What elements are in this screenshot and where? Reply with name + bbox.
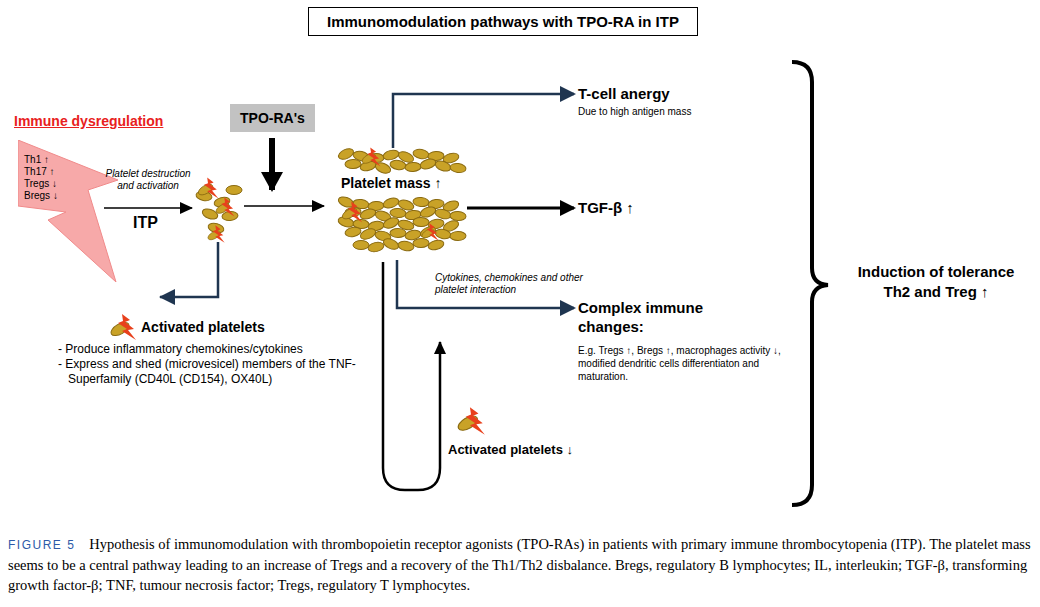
outcome-text: T-cell anergyDue to high antigen mass <box>578 84 778 118</box>
platelet <box>382 237 400 252</box>
node-body: Th17 ↑ <box>24 166 118 178</box>
bolt-outline <box>18 140 118 282</box>
outcome-text: TGF-β ↑ <box>578 198 728 217</box>
text-block: Activated platelets - Produce inflammator… <box>58 318 403 387</box>
platelet <box>450 211 466 221</box>
feedback-loop-arrow <box>383 262 440 490</box>
node-heading: T-cell anergy <box>578 84 778 103</box>
platelet <box>367 241 385 253</box>
node-body: - Express and shed (microvesicel) member… <box>58 357 358 387</box>
activated-platelet <box>421 223 439 240</box>
figure-number: FIGURE 5 <box>8 538 75 552</box>
platelet <box>450 231 466 240</box>
platelet <box>434 228 452 240</box>
platelet <box>413 197 430 208</box>
platelet <box>450 163 467 174</box>
platelet <box>390 208 407 218</box>
activated-platelet <box>361 147 381 166</box>
caption-text: Hypothesis of immunomodulation with thro… <box>8 536 1031 593</box>
platelet <box>359 207 377 221</box>
platelet <box>413 238 429 248</box>
platelet <box>226 186 242 195</box>
conclusion-text: Induction of tolerance Th2 and Treg ↑ <box>846 262 1026 302</box>
elbow-arrow <box>160 242 218 297</box>
activated-platelet-icon <box>109 314 136 340</box>
platelet-mass-cluster <box>337 147 467 254</box>
platelet <box>427 239 445 252</box>
node-heading: Induction of tolerance Th2 and Treg ↑ <box>846 262 1026 302</box>
platelet <box>353 241 369 250</box>
text-label: Platelet destruction and activation <box>96 168 200 192</box>
node-heading: TPO-RA's <box>240 110 305 126</box>
node-body: Tregs ↓ <box>24 178 118 190</box>
node-heading: Activated platelets <box>141 318 403 336</box>
platelet <box>419 157 437 170</box>
grey-box: TPO-RA's <box>230 104 315 132</box>
text-label: Immune dysregulation <box>14 113 163 129</box>
platelet <box>201 207 219 221</box>
platelet <box>389 159 406 170</box>
outcome-text: Complex immune changes: E.g. Tregs ↑, Bre… <box>578 298 803 383</box>
node-heading: TGF-β ↑ <box>578 198 728 217</box>
platelet <box>434 207 452 220</box>
activated-platelet <box>207 225 225 242</box>
platelet <box>382 196 400 210</box>
activated-platelet <box>197 178 219 199</box>
connector-arrow <box>467 207 574 210</box>
platelet <box>344 226 361 238</box>
platelet <box>434 159 452 173</box>
node-body: Due to high antigen mass <box>578 105 778 118</box>
platelet <box>382 149 400 162</box>
platelet <box>390 228 406 237</box>
title-box: Immunomodulation pathways with TPO-RA in… <box>308 7 698 36</box>
node-body: - Produce inflammatory chemokines/cytoki… <box>58 342 358 357</box>
edge-label: Cytokines, chemokines and other platelet… <box>435 272 585 296</box>
thick-arrow <box>269 138 275 190</box>
node-body: Bregs ↓ <box>24 190 118 202</box>
activated-platelet <box>341 202 363 223</box>
node-heading: Complex immune changes: <box>578 298 728 336</box>
connector-arrow <box>393 94 574 148</box>
arrow-line <box>104 207 192 209</box>
arrow-line <box>244 205 324 207</box>
lightning-bolt: Th1 ↑Th17 ↑Tregs ↓Bregs ↓ <box>18 140 118 282</box>
platelet <box>412 148 429 160</box>
platelet-mass: Platelet mass ↑ <box>335 148 465 260</box>
platelet <box>405 162 422 172</box>
platelet <box>413 217 429 227</box>
caption-block: FIGURE 5Hypothesis of immunomodulation w… <box>8 534 1032 595</box>
platelet <box>345 159 361 169</box>
activated-platelet-icon <box>456 407 485 435</box>
platelet <box>397 240 414 252</box>
platelet <box>419 205 437 219</box>
node-body: E.g. Tregs ↑, Bregs ↑, macrophages activ… <box>578 344 793 383</box>
text-label: ITP <box>133 214 158 232</box>
activated-platelet <box>215 197 235 216</box>
node-heading: Platelet mass ↑ <box>341 175 465 191</box>
platelet <box>359 227 377 242</box>
node-heading: Th1 ↑ <box>24 154 118 166</box>
curly-bracket <box>792 62 828 505</box>
platelet-cluster <box>195 178 242 243</box>
text-label: Activated platelets ↓ <box>448 442 573 457</box>
